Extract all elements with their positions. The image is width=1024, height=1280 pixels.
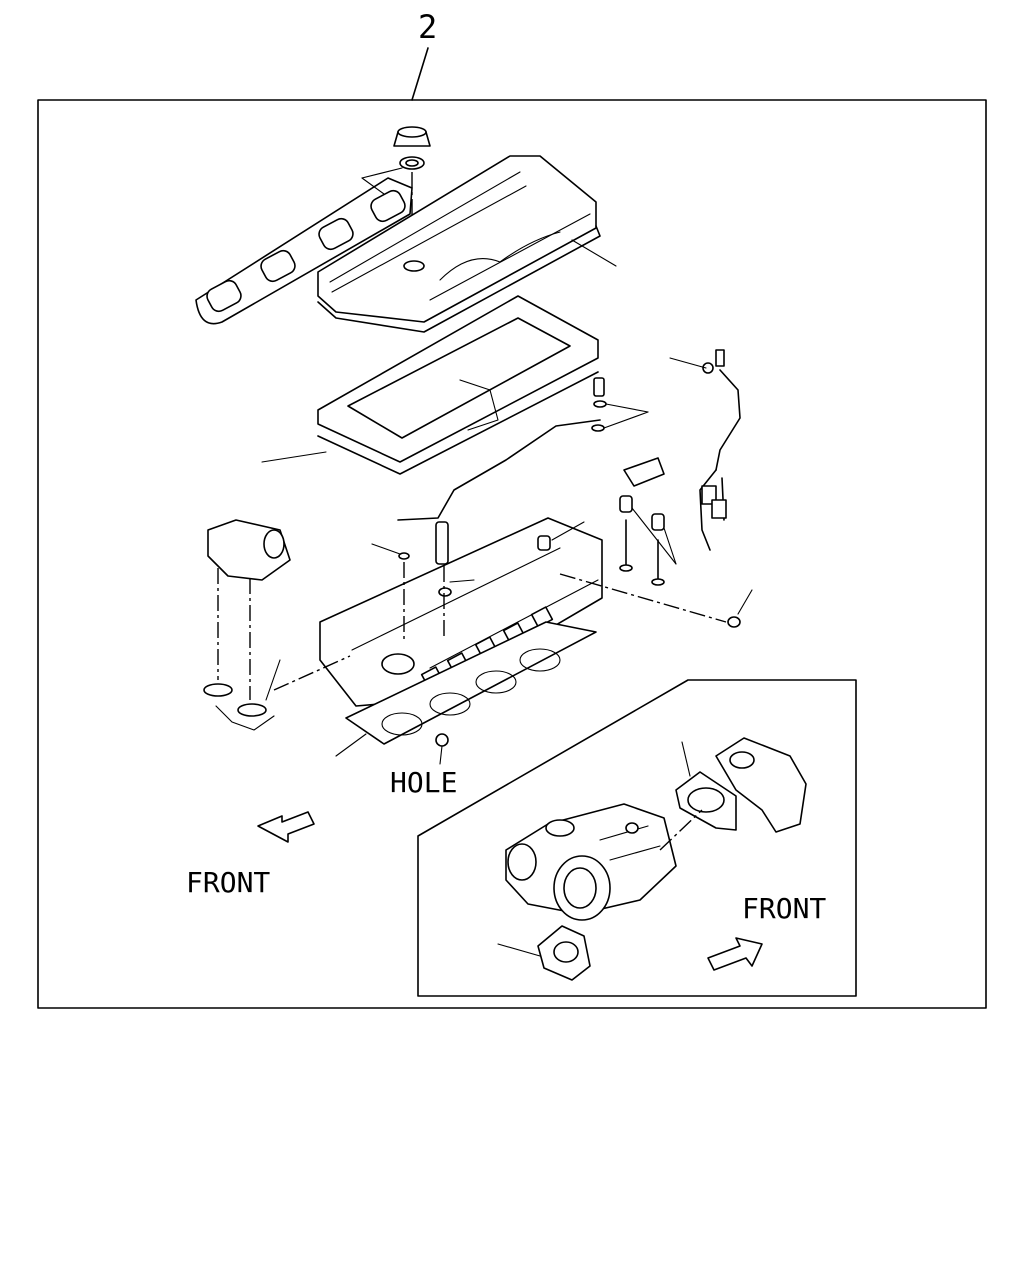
head-cover-gasket (317, 225, 601, 333)
inlet-gasket-leader (497, 943, 541, 957)
plug-guide-line (559, 573, 727, 623)
inset-panel (417, 679, 857, 997)
o-ring-leader (265, 659, 281, 701)
front-arrow-right (707, 937, 763, 971)
injection-pipe-center (397, 419, 601, 521)
pipe-seal-leader (669, 357, 707, 369)
intake-manifold-gasket (195, 177, 413, 325)
kit-marker-asterisk (641, 343, 663, 365)
kit-marker-asterisk (331, 167, 353, 189)
front-arrow-left (257, 811, 315, 843)
kit-marker-asterisk (311, 749, 333, 771)
exhaust-outlet-elbow (715, 737, 807, 833)
manifold-gasket-leader-a (361, 167, 403, 179)
camshaft-carrier (317, 295, 599, 463)
front-label-right: FRONT (742, 892, 826, 925)
hole-label: HOLE (390, 766, 457, 799)
head-gasket-leader (335, 733, 367, 757)
injector-seal-leader (449, 579, 475, 583)
hole-leader (439, 745, 443, 765)
injection-pipe-right (699, 349, 741, 551)
kit-marker-asterisk (343, 529, 365, 551)
o-ring-bracket (215, 705, 275, 731)
seal-washers (591, 377, 607, 432)
turbo-outlet-gasket (675, 771, 737, 831)
carrier-gasket (317, 371, 599, 475)
o-ring-right (237, 703, 267, 717)
kit-marker-asterisk (659, 403, 681, 425)
turbo-gasket-leader (681, 741, 691, 777)
head-cover-gasket-leader (571, 239, 617, 267)
turbo-inlet-gasket (537, 925, 591, 981)
housing-to-head-guide (273, 655, 351, 691)
kit-marker-asterisk (241, 453, 263, 475)
cylinder-head-gasket (345, 621, 597, 747)
injector (435, 521, 452, 597)
oil-filler-cap (393, 126, 431, 170)
valve-stem-seals (619, 457, 665, 586)
spring-seal-leader (551, 521, 585, 541)
kit-marker-asterisk (473, 931, 495, 953)
turbocharger (505, 803, 677, 921)
front-label-left: FRONT (186, 866, 270, 899)
o-ring-left (203, 683, 233, 697)
plug-gasket-leader (737, 589, 753, 615)
kit-marker-asterisk (623, 265, 645, 287)
valve-seal-leader-b (663, 527, 677, 565)
turbo-guide-line (659, 809, 703, 851)
small-seal (398, 552, 410, 560)
washer-leader-b (603, 411, 649, 429)
kit-marker-asterisk (665, 719, 687, 741)
kit-marker-asterisk (679, 565, 701, 587)
plug-gasket (727, 616, 741, 628)
outer-frame (37, 99, 987, 1009)
carrier-gasket-leader (261, 451, 327, 463)
spring-seal (537, 535, 551, 551)
kit-marker-asterisk (281, 635, 303, 657)
thermostat-housing (207, 519, 291, 581)
washer-leader-a (605, 403, 649, 413)
kit-marker-asterisk (587, 505, 609, 527)
callout-number: 2 (418, 8, 437, 46)
small-seal-leader (371, 543, 401, 555)
valve-seal-leader-a (631, 507, 677, 565)
kit-marker-asterisk (751, 561, 773, 583)
manifold-gasket-leader-b (361, 177, 385, 195)
callout-leader (411, 47, 429, 101)
